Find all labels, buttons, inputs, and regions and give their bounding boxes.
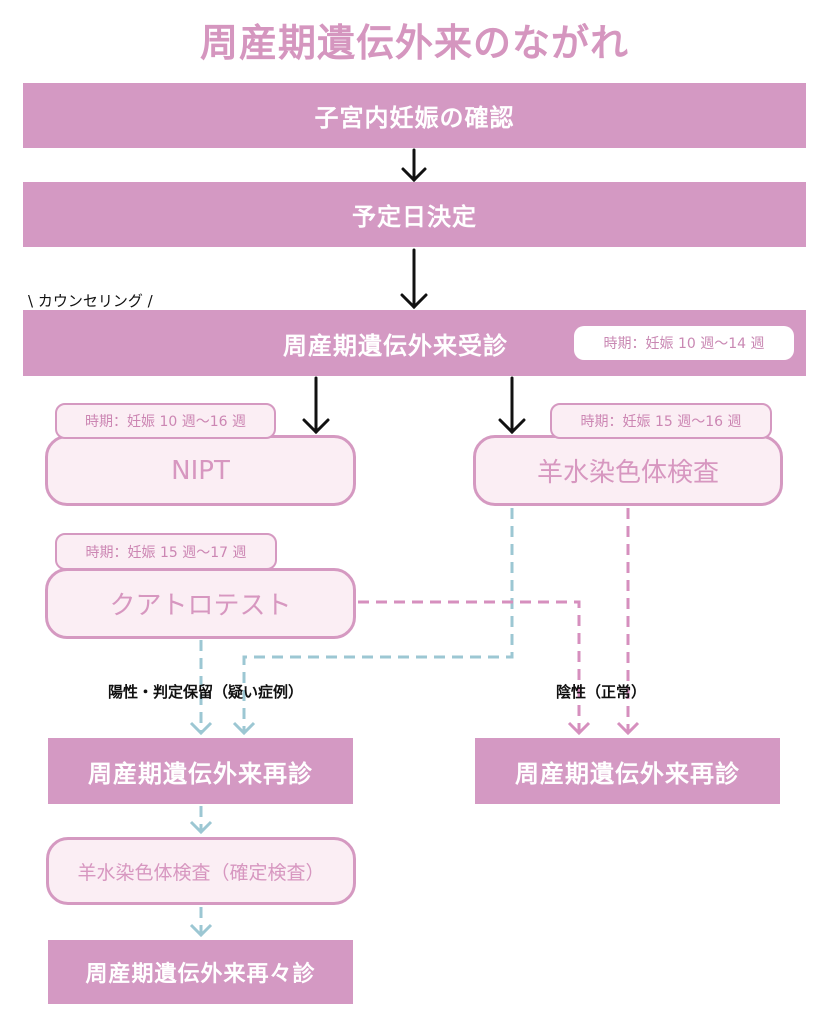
dashed-pink-lines [358, 508, 630, 733]
step-revisit-left: 周産期遺伝外来再診 [48, 738, 353, 804]
step-amniocentesis: 羊水染色体検査 [473, 435, 783, 506]
step-quattro-test: クアトロテスト [45, 568, 356, 639]
negative-label: 陰性（正常） [556, 683, 647, 701]
step-confirm-pregnancy: 子宮内妊娠の確認 [23, 83, 806, 148]
quattro-period-tag: 時期：妊娠 15 週〜17 週 [55, 533, 277, 570]
solid-arrows [302, 148, 526, 435]
blue-amnio-to-revisit [242, 508, 514, 733]
step-due-date: 予定日決定 [23, 182, 806, 247]
visit-period-tag: 時期：妊娠 10 週〜14 週 [574, 326, 794, 360]
positive-label: 陽性・判定保留（疑い症例） [108, 683, 304, 701]
step-nipt: NIPT [45, 435, 356, 506]
step-revisit-right: 周産期遺伝外来再診 [475, 738, 780, 804]
step-second-revisit: 周産期遺伝外来再々診 [48, 940, 353, 1004]
page-title: 周産期遺伝外来のながれ [199, 21, 629, 65]
step-confirmatory-test: 羊水染色体検査（確定検査） [46, 837, 356, 905]
pink-quattro-to-revisit [358, 600, 581, 733]
dashed-blue-lines [199, 508, 514, 935]
amnio-period-tag: 時期：妊娠 15 週〜16 週 [550, 403, 772, 439]
nipt-period-tag: 時期：妊娠 10 週〜16 週 [55, 403, 276, 439]
counseling-label: \ カウンセリング / [28, 292, 153, 310]
